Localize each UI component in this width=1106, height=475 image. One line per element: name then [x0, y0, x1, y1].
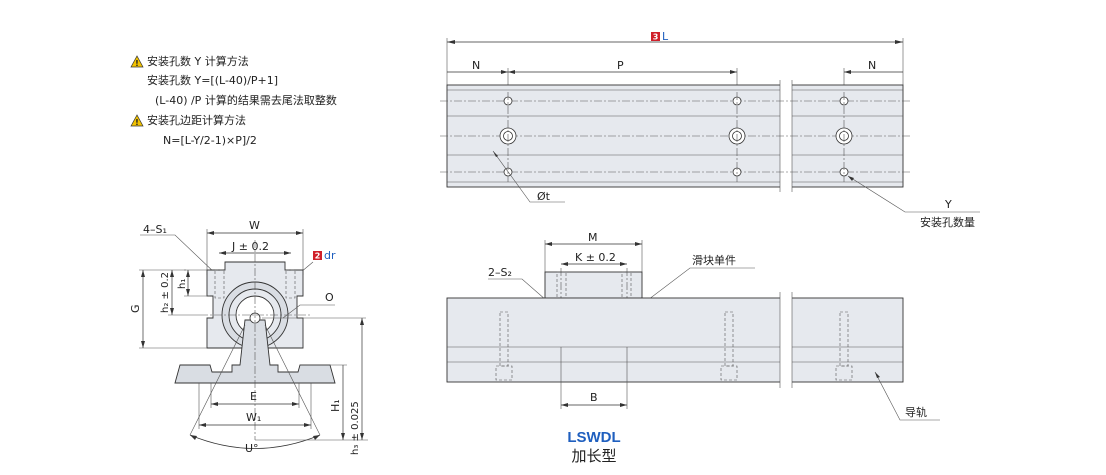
label-Y-desc: 安装孔数量	[920, 215, 975, 229]
badge-L-number: 3	[653, 33, 659, 42]
dim-W1: W₁	[246, 411, 261, 424]
dim-L: L	[662, 30, 669, 43]
note-line-4: 安装孔边距计算方法	[147, 113, 246, 127]
model-subtitle: 加长型	[571, 447, 616, 465]
dim-J: J ± 0.2	[231, 240, 269, 253]
rail-bolt	[495, 311, 513, 381]
dim-U: U°	[245, 442, 259, 455]
warning-icon: !	[130, 114, 144, 127]
dim-h1: h₁	[177, 279, 188, 289]
svg-text:!: !	[135, 59, 139, 68]
model-title: LSWDL	[567, 429, 620, 446]
notes-block: ! 安装孔数 Y 计算方法 安装孔数 Y=[(L-40)/P+1] (L-40)…	[130, 54, 337, 147]
dim-E: E	[250, 390, 257, 403]
dim-N-left: N	[472, 59, 480, 72]
dim-K: K ± 0.2	[575, 251, 616, 264]
note-line-2: 安装孔数 Y=[(L-40)/P+1]	[147, 73, 278, 87]
dim-B: B	[590, 391, 598, 404]
badge-dr-number: 2	[315, 252, 321, 261]
note-line-5: N=[L-Y/2-1)×P]/2	[163, 134, 257, 147]
label-2S2: 2–S₂	[488, 266, 512, 279]
dim-M: M	[588, 231, 598, 244]
label-Y: Y	[944, 198, 952, 211]
warning-icon: !	[130, 55, 144, 68]
dim-H1: H₁	[329, 399, 342, 412]
label-t: Øt	[537, 190, 551, 203]
dim-W: W	[249, 219, 260, 232]
rail-bolt	[720, 311, 738, 381]
rail-bolt	[835, 311, 853, 381]
dim-h3: h₃ ± 0.025	[350, 401, 361, 455]
note-line-1: 安装孔数 Y 计算方法	[147, 54, 249, 68]
label-rail: 导轨	[905, 405, 927, 419]
rail-front-view: M K ± 0.2 2–S₂ 滑块单件	[446, 231, 940, 421]
label-slider: 滑块单件	[692, 254, 736, 267]
rail-front-outline	[446, 297, 904, 383]
rail-top-view: 3 L N P N	[440, 30, 980, 229]
spec-badge	[313, 251, 322, 260]
dim-N-right: N	[868, 59, 876, 72]
dim-dr: dr	[324, 249, 336, 262]
svg-text:!: !	[135, 118, 139, 127]
dim-G: G	[129, 304, 142, 313]
note-line-3: (L-40) /P 计算的结果需去尾法取整数	[155, 93, 337, 107]
label-4S1: 4–S₁	[143, 223, 167, 236]
cross-section-view: W J ± 0.2 4–S₁ 2 dr h₁	[129, 219, 368, 455]
label-O: O	[325, 291, 334, 304]
spec-badge	[651, 32, 660, 41]
dim-h2: h₂ ± 0.2	[160, 272, 171, 313]
dim-P: P	[617, 59, 624, 72]
